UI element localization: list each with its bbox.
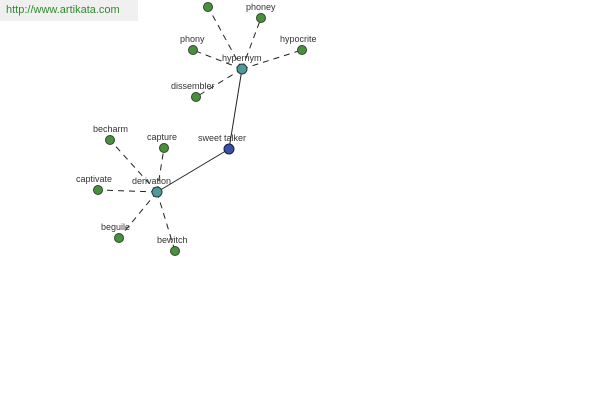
label-phony[interactable]: phony (180, 34, 205, 44)
edge-derivation-becharm (109, 139, 158, 193)
node-dissembler[interactable] (191, 92, 201, 102)
label-sweet-talker[interactable]: sweet talker (198, 133, 246, 143)
edge-derivation-beguile (118, 191, 158, 239)
label-dissembler[interactable]: dissembler (171, 81, 215, 91)
node-top[interactable] (203, 2, 213, 12)
node-bewitch[interactable] (170, 246, 180, 256)
label-derivation[interactable]: derivation (132, 176, 171, 186)
label-hypernym[interactable]: hypernym (222, 53, 262, 63)
node-phony[interactable] (188, 45, 198, 55)
edge-sweet-talker-derivation (156, 148, 230, 193)
edge-hypernym-top (207, 6, 243, 70)
label-phoney[interactable]: phoney (246, 2, 276, 12)
label-becharm[interactable]: becharm (93, 124, 128, 134)
edge-hypernym-phony (192, 49, 243, 70)
node-hypernym[interactable] (236, 63, 248, 75)
edge-hypernym-dissembler (195, 68, 243, 98)
node-phoney[interactable] (256, 13, 266, 23)
node-becharm[interactable] (105, 135, 115, 145)
edge-derivation-captivate (97, 189, 158, 193)
label-captivate[interactable]: captivate (76, 174, 112, 184)
label-hypocrite[interactable]: hypocrite (280, 34, 317, 44)
edge-sweet-talker-hypernym (228, 68, 243, 150)
graph-edges (97, 6, 303, 252)
node-captivate[interactable] (93, 185, 103, 195)
node-capture[interactable] (159, 143, 169, 153)
graph-nodes: sweet talker hypernym derivation phoney phon… (76, 2, 317, 256)
edge-derivation-capture (156, 147, 165, 193)
label-capture[interactable]: capture (147, 132, 177, 142)
label-beguile[interactable]: beguile (101, 222, 130, 232)
node-hypocrite[interactable] (297, 45, 307, 55)
node-beguile[interactable] (114, 233, 124, 243)
label-bewitch[interactable]: bewitch (157, 235, 188, 245)
node-sweet-talker[interactable] (223, 143, 235, 155)
node-derivation[interactable] (151, 186, 163, 198)
edge-hypernym-phoney (241, 17, 262, 70)
site-url-watermark[interactable]: http://www.artikata.com (0, 0, 138, 21)
